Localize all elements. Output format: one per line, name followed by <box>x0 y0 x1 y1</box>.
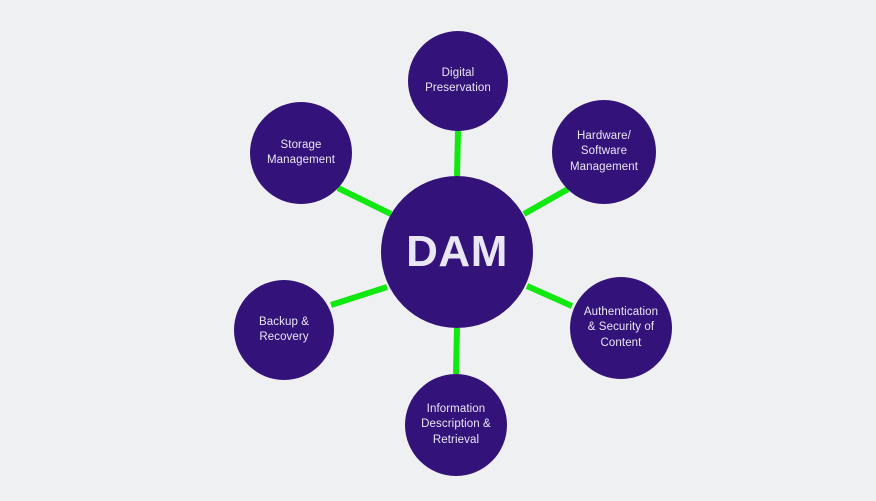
node-center-dam[interactable]: DAM <box>381 176 533 328</box>
node-label-information-description-retrieval: Information Description & Retrieval <box>421 403 491 446</box>
node-label-authentication-security-of-content: Authentication & Security of Content <box>583 306 659 349</box>
node-label-storage-management: Storage Management <box>266 138 336 166</box>
connector-backup-recovery <box>330 284 388 308</box>
node-hardware-software-management[interactable]: Hardware/ Software Management <box>552 100 656 204</box>
connector-authentication-security-of-content <box>525 283 574 309</box>
node-information-description-retrieval[interactable]: Information Description & Retrieval <box>405 374 507 476</box>
node-label-hardware-software-management: Hardware/ Software Management <box>569 130 639 173</box>
connector-storage-management <box>336 185 393 217</box>
node-digital-preservation[interactable]: Digital Preservation <box>408 31 508 131</box>
node-backup-recovery[interactable]: Backup & Recovery <box>234 280 334 380</box>
connector-digital-preservation <box>454 130 461 177</box>
connector-hardware-software-management <box>522 186 570 217</box>
node-label-backup-recovery: Backup & Recovery <box>258 315 310 343</box>
node-storage-management[interactable]: Storage Management <box>250 102 352 204</box>
node-label-dam: DAM <box>406 227 508 276</box>
node-label-digital-preservation: Digital Preservation <box>425 66 491 94</box>
node-authentication-security-of-content[interactable]: Authentication & Security of Content <box>570 277 672 379</box>
connector-information-description-retrieval <box>453 327 460 375</box>
